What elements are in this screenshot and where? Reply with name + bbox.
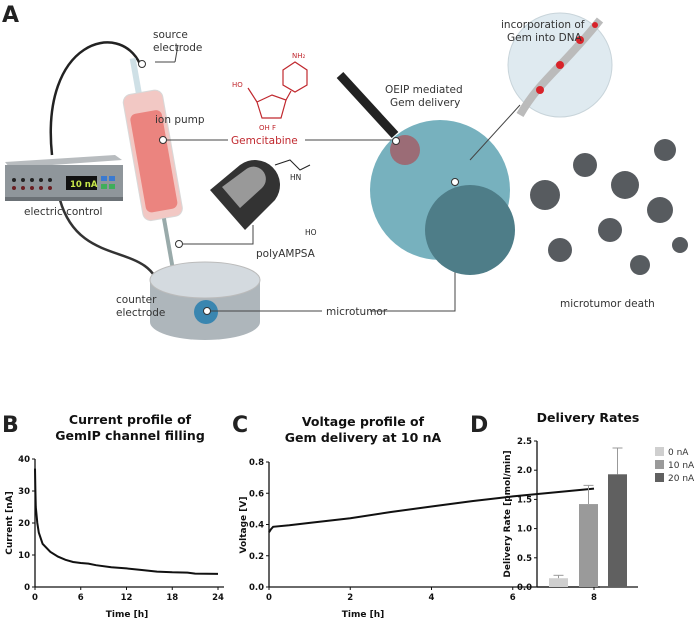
label-oeip-2: Gem delivery xyxy=(390,97,460,109)
dna-bubble xyxy=(507,12,613,118)
chart-b-title-1: Current profile of xyxy=(69,412,192,427)
y-tick-label: 1.0 xyxy=(517,525,532,535)
label-microtumor: microtumor xyxy=(326,306,388,318)
y-tick-label: 0.2 xyxy=(249,552,264,562)
y-tick-label: 0 xyxy=(24,583,30,593)
culture-dish xyxy=(149,261,261,340)
ion-pump-marker xyxy=(159,136,167,144)
legend-swatch xyxy=(655,447,664,456)
source-electrode-marker xyxy=(138,60,146,68)
svg-text:HO: HO xyxy=(232,81,243,89)
svg-text:HN: HN xyxy=(290,173,301,182)
x-tick-label: 4 xyxy=(429,593,435,603)
data-line xyxy=(34,468,219,575)
chart-c-title-2: Gem delivery at 10 nA xyxy=(285,430,442,445)
y-tick-label: 2.5 xyxy=(517,437,532,447)
label-incorporation-2: Gem into DNA xyxy=(507,32,583,44)
y-tick-label: 0.0 xyxy=(249,583,264,593)
x-tick-label: 6 xyxy=(78,593,84,603)
bar-20nA xyxy=(608,474,627,587)
legend-swatch xyxy=(655,460,664,469)
chart-b-ylabel: Current [nA] xyxy=(5,491,15,554)
label-counter-electrode-1: counter xyxy=(116,294,157,306)
gemcitabine-structure-icon xyxy=(247,61,308,119)
x-tick-label: 24 xyxy=(212,593,224,603)
svg-text:HO: HO xyxy=(305,228,317,237)
display-screen xyxy=(66,176,97,190)
electric-control-box: 10 nA xyxy=(5,155,123,201)
y-tick-label: 2.0 xyxy=(517,466,532,476)
bar-10nA xyxy=(579,504,598,587)
panel-letter-d: D xyxy=(470,413,488,438)
panel-letter-b: B xyxy=(2,413,19,438)
chart-c-title-1: Voltage profile of xyxy=(302,414,425,429)
legend-label: 10 nA xyxy=(668,461,695,471)
y-tick-label: 0.4 xyxy=(249,521,264,531)
x-tick-label: 6 xyxy=(510,593,516,603)
y-tick-label: 0.8 xyxy=(249,458,264,468)
microtumor-cluster xyxy=(370,120,515,275)
microtumor-marker xyxy=(203,307,211,315)
chart-c-xlabel: Time [h] xyxy=(342,610,384,620)
chart-d-ylabel: Delivery Rate [pmol/min] xyxy=(503,450,513,577)
y-tick-label: 0.5 xyxy=(517,554,532,564)
bar-0nA xyxy=(549,578,568,587)
svg-text:NH₂: NH₂ xyxy=(292,52,306,60)
panel-letter-c: C xyxy=(232,413,248,438)
label-ion-pump: ion pump xyxy=(155,114,205,126)
y-tick-label: 0.0 xyxy=(517,583,532,593)
data-line xyxy=(268,487,595,533)
polyampsa-marker xyxy=(175,240,183,248)
x-tick-label: 0 xyxy=(32,593,38,603)
panel-a: A 10 nA electric control source electrod… xyxy=(2,3,688,340)
legend-label: 0 nA xyxy=(668,448,689,458)
label-source-electrode-1: source xyxy=(153,29,188,41)
oeip-probe xyxy=(336,71,399,139)
label-incorporation-1: incorporation of xyxy=(501,19,585,31)
svg-text:OH F: OH F xyxy=(259,124,276,132)
x-tick-label: 18 xyxy=(166,593,178,603)
chart-b-title-2: GemIP channel filling xyxy=(55,428,205,443)
label-counter-electrode-2: electrode xyxy=(116,307,165,319)
x-tick-label: 2 xyxy=(347,593,353,603)
x-tick-label: 12 xyxy=(121,593,133,603)
label-gemcitabine: Gemcitabine xyxy=(231,135,298,147)
panel-letter-a: A xyxy=(2,3,19,28)
legend-swatch xyxy=(655,473,664,482)
chart-b-xlabel: Time [h] xyxy=(106,610,148,620)
y-tick-label: 10 xyxy=(18,551,30,561)
chart-c-ylabel: Voltage [V] xyxy=(239,497,249,554)
label-electric-control: electric control xyxy=(24,206,102,218)
cable xyxy=(49,41,142,156)
y-tick-label: 40 xyxy=(18,455,30,465)
chart-b: B Current profile of GemIP channel filli… xyxy=(2,412,224,620)
chart-d-title: Delivery Rates xyxy=(537,410,640,425)
y-tick-label: 20 xyxy=(18,519,30,529)
chart-c: C Voltage profile of Gem delivery at 10 … xyxy=(232,413,600,620)
label-source-electrode-2: electrode xyxy=(153,42,202,54)
y-tick-label: 1.5 xyxy=(517,495,532,505)
y-tick-label: 0.6 xyxy=(249,489,264,499)
chart-d: D Delivery Rates Delivery Rate [pmol/min… xyxy=(470,410,695,593)
legend-label: 20 nA xyxy=(668,474,695,484)
dead-microtumors xyxy=(530,139,688,275)
x-tick-label: 8 xyxy=(591,593,597,603)
polyampsa-tube-icon xyxy=(210,159,281,230)
label-oeip-1: OEIP mediated xyxy=(385,84,463,96)
label-microtumor-death: microtumor death xyxy=(560,298,655,310)
display-readout: 10 nA xyxy=(70,180,98,190)
x-tick-label: 0 xyxy=(266,593,272,603)
label-polyampsa: polyAMPSA xyxy=(256,248,316,260)
y-tick-label: 30 xyxy=(18,487,30,497)
